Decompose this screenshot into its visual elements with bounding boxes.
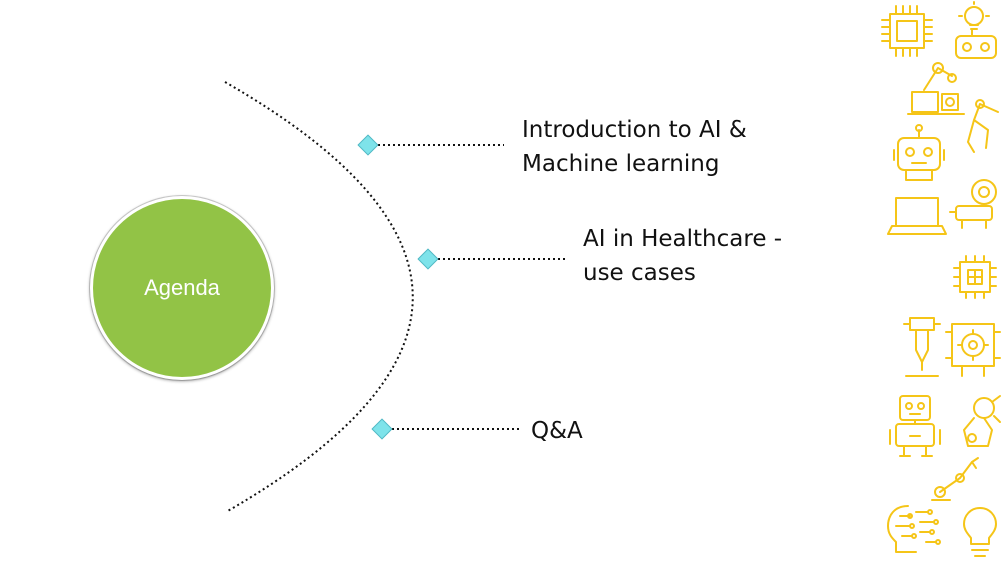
lightbulb-robot-icon [955,1,997,59]
robot-arm-icon [907,62,965,115]
robot-icon [889,395,941,457]
3d-printer-icon [903,317,941,377]
industrial-arm-icon [931,457,979,501]
robot-tinkering-icon [963,395,1001,447]
marker-diamond-1 [357,134,379,156]
agenda-item-intro-line-2: Machine learning [522,151,720,177]
agenda-circle: Agenda [90,196,274,380]
agenda-item-intro: Introduction to AI & Machine learning [522,113,747,181]
robot-eye-icon [949,179,997,229]
laptop-icon [887,197,947,235]
agenda-label: Agenda [144,275,220,300]
agenda-item-healthcare-line-1: AI in Healthcare - [583,226,783,252]
chip-icon [881,5,933,57]
agenda-diagram [224,81,566,513]
agenda-item-healthcare-line-2: use cases [583,260,696,286]
circuit-head-icon [887,505,941,553]
circuit-chip-icon [953,255,997,299]
marker-diamond-2 [417,248,439,270]
gear-circuit-icon [945,323,1001,377]
timeline-arc [224,81,414,513]
marker-diamond-3 [371,418,393,440]
agenda-item-intro-line-1: Introduction to AI & [522,117,747,143]
lightbulb-icon [963,507,997,557]
robot-head-icon [893,124,945,181]
agenda-item-qa: Q&A [531,414,583,448]
agenda-item-healthcare: AI in Healthcare - use cases [583,222,782,290]
decorative-icon-strip [881,1,1001,557]
agenda-item-qa-line-1: Q&A [531,418,583,444]
robotic-claw-icon [967,99,999,153]
